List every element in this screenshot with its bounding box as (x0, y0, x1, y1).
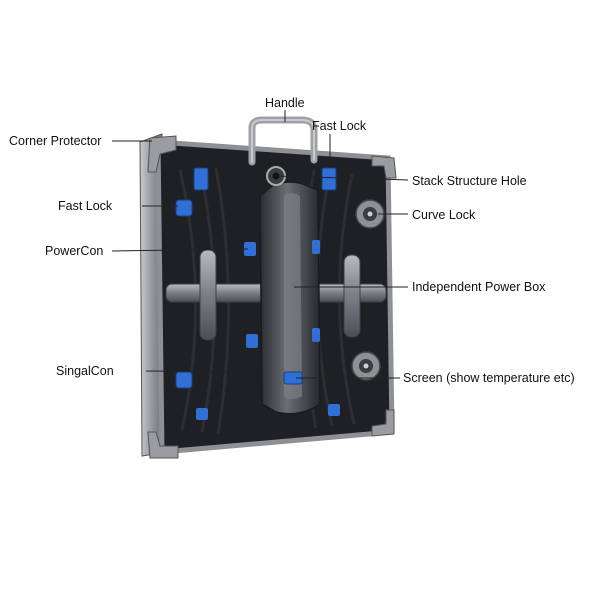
power-box-ridge (284, 193, 302, 399)
singalcon-connector (246, 334, 258, 348)
clip-right-upper (312, 240, 320, 254)
left-vertical-bar (199, 249, 217, 341)
curve-lock-top (355, 199, 385, 229)
leader-singalcon (145, 370, 251, 373)
label-curve-lock: Curve Lock (412, 208, 476, 222)
handle-bar-inner (251, 119, 315, 163)
label-fast-lock-left: Fast Lock (58, 199, 113, 213)
label-fast-lock-top: Fast Lock (312, 119, 367, 133)
clip-bottom-right (328, 404, 340, 416)
label-powercon: PowerCon (45, 244, 104, 258)
powercon-connector (244, 242, 256, 256)
fast-lock-top (321, 167, 337, 191)
curve-lock-bottom (351, 351, 381, 381)
corner-protector-bottom-right (371, 409, 395, 437)
label-handle: Handle (265, 96, 305, 110)
corner-protector-bottom-left (147, 431, 179, 459)
corner-protector-top-right (371, 155, 397, 179)
fast-lock-left-upper (175, 199, 193, 217)
right-vertical-bar (343, 254, 361, 338)
leader-stack-structure-hole (275, 175, 409, 181)
fast-lock-top-left (193, 167, 209, 191)
leader-powercon (111, 248, 249, 252)
label-stack-structure-hole: Stack Structure Hole (412, 174, 527, 188)
corner-protector-top-left (147, 135, 177, 173)
label-independent-power-box: Independent Power Box (412, 280, 546, 294)
label-singalcon: SingalCon (56, 364, 114, 378)
leader-lines (111, 110, 409, 379)
clip-bottom-left (196, 408, 208, 420)
label-corner-protector: Corner Protector (9, 134, 102, 148)
clip-right-mid (312, 328, 320, 342)
fast-lock-left-lower (175, 371, 193, 389)
label-screen: Screen (show temperature etc) (403, 371, 575, 385)
